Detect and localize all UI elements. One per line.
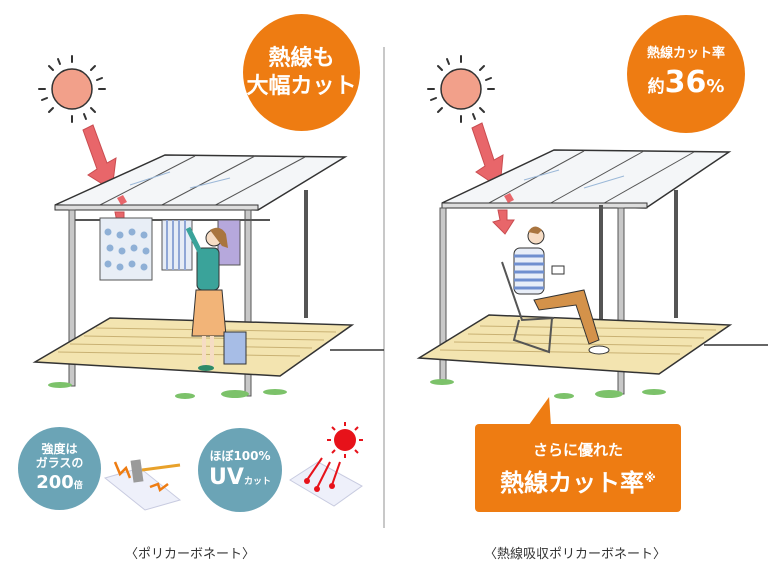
callout-line2: 熱線カット率: [500, 468, 645, 497]
badge-line2: 大幅カット: [246, 73, 357, 99]
badge-line1: 熱線も: [268, 46, 335, 72]
strength-line1: 強度は: [41, 442, 78, 457]
chair-icon: [501, 261, 555, 354]
carport-reading-illustration: [416, 55, 768, 399]
badge-unit: %: [706, 76, 725, 98]
strength-unit: 倍: [73, 480, 83, 491]
sun-icon: [427, 55, 495, 123]
badge-label: 熱線カット率: [646, 46, 725, 62]
heat-cut-rate-badge: 熱線カット率 約36%: [627, 15, 745, 133]
woman-figure: [185, 226, 228, 371]
badge-value: 36: [664, 65, 707, 101]
callout-line1: さらに優れた: [532, 440, 623, 459]
panel-polycarbonate: 熱線も 大幅カット 強度は ガラスの 200倍 ほぼ100% UVカット 〈ポリ…: [18, 14, 384, 562]
badge-prefix: 約: [647, 77, 665, 98]
strength-value-row: 200倍: [36, 471, 83, 494]
sun-rays-on-panel-icon: [289, 422, 363, 507]
hammer-on-panel-icon: [103, 459, 182, 511]
uv-line1: ほぼ100%: [209, 448, 271, 463]
uv-value: UV: [209, 464, 244, 490]
uv-cut-badge: ほぼ100% UVカット: [198, 428, 282, 512]
badge-value-row: 約36%: [647, 65, 725, 101]
heat-arrow-icon: [471, 122, 504, 189]
carport-laundry-illustration: [32, 55, 384, 511]
caption-heat-absorbing-polycarbonate: 〈熱線吸収ポリカーボネート〉: [484, 547, 667, 562]
uv-value-row: UVカット: [209, 465, 271, 490]
callout-note-mark: ※: [644, 470, 656, 485]
caption-polycarbonate: 〈ポリカーボネート〉: [125, 547, 256, 562]
strength-value: 200: [36, 471, 74, 493]
panel-divider: [383, 47, 385, 528]
man-figure: [513, 226, 610, 355]
strength-badge: 強度は ガラスの 200倍: [18, 427, 101, 510]
sun-icon: [38, 55, 106, 123]
heat-cut-badge: 熱線も 大幅カット: [243, 14, 360, 131]
callout-line2-row: 熱線カット率※: [500, 463, 656, 498]
superior-heat-cut-callout: さらに優れた 熱線カット率※: [475, 424, 681, 512]
panel-heat-absorbing-polycarbonate: 熱線カット率 約36% さらに優れた 熱線カット率※ 〈熱線吸収ポリカーボネート…: [384, 0, 768, 576]
heat-arrow-icon: [82, 124, 117, 191]
strength-line2: ガラスの: [35, 456, 84, 471]
uv-unit: カット: [243, 476, 271, 487]
